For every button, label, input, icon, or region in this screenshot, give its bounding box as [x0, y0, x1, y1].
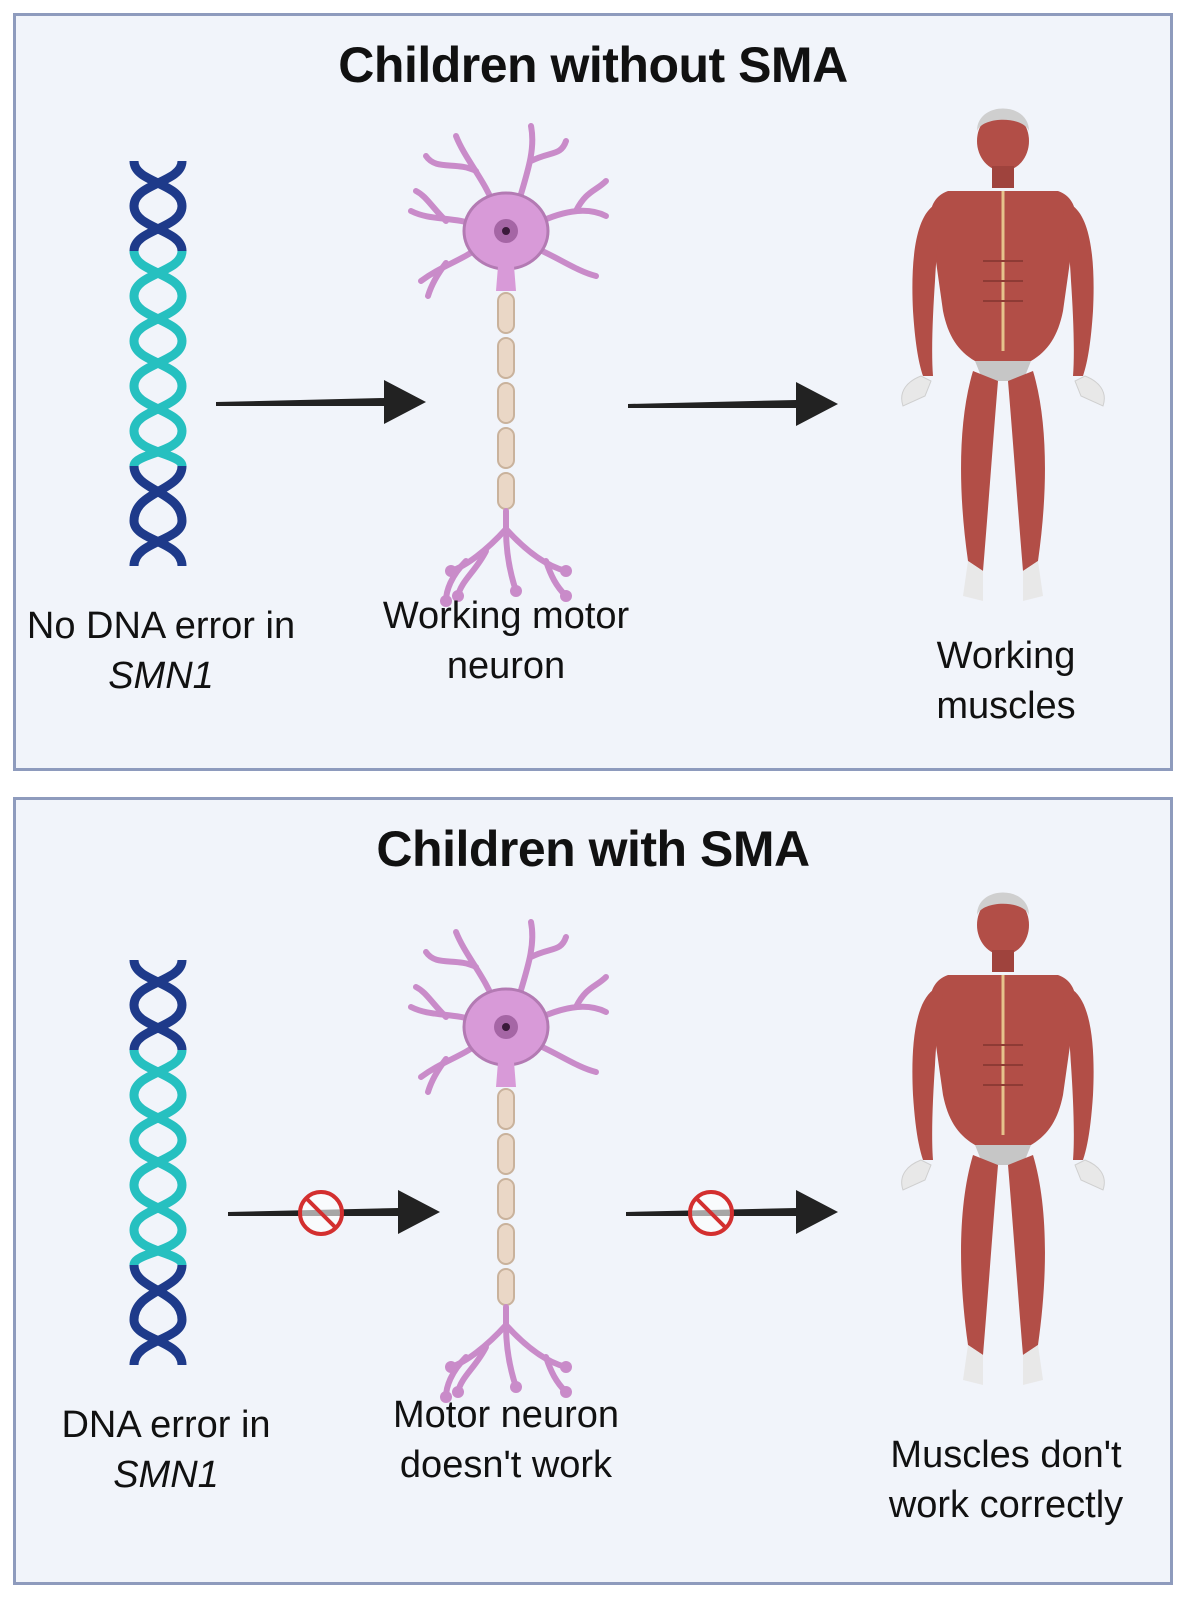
gene-name: SMN1: [113, 1454, 219, 1496]
human-muscular-body-icon: [901, 892, 1105, 1385]
panel-without-sma: Children without SMA: [13, 13, 1173, 771]
dna-label-text: DNA error in: [61, 1404, 271, 1446]
human-muscular-body-icon: [901, 108, 1105, 601]
dna-helix-icon: [129, 160, 187, 567]
neuron-label: Working motor neuron: [382, 595, 630, 687]
prohibited-icon: [688, 1190, 734, 1236]
gene-name: SMN1: [108, 655, 214, 697]
dna-label-text: No DNA error in: [26, 605, 296, 647]
panel-illustration: [129, 892, 1105, 1403]
prohibited-icon: [298, 1190, 344, 1236]
dna-label: DNA error in SMN1: [26, 1400, 306, 1500]
muscle-label: Muscles don't work correctly: [888, 1434, 1124, 1526]
panel-title: Children without SMA: [338, 37, 848, 93]
arrow-right-icon: [216, 380, 426, 424]
panel-title: Children with SMA: [376, 821, 810, 877]
dna-helix-icon: [129, 959, 187, 1366]
panel-illustration: [129, 108, 1105, 607]
motor-neuron-icon: [408, 123, 609, 607]
neuron-label: Motor neuron doesn't work: [392, 1394, 619, 1486]
muscle-label: Working muscles: [936, 635, 1076, 727]
dna-label: No DNA error in SMN1: [16, 601, 306, 701]
motor-neuron-icon: [408, 919, 609, 1403]
arrow-right-icon: [628, 382, 838, 426]
panel-with-sma: Children with SMA: [13, 797, 1173, 1585]
